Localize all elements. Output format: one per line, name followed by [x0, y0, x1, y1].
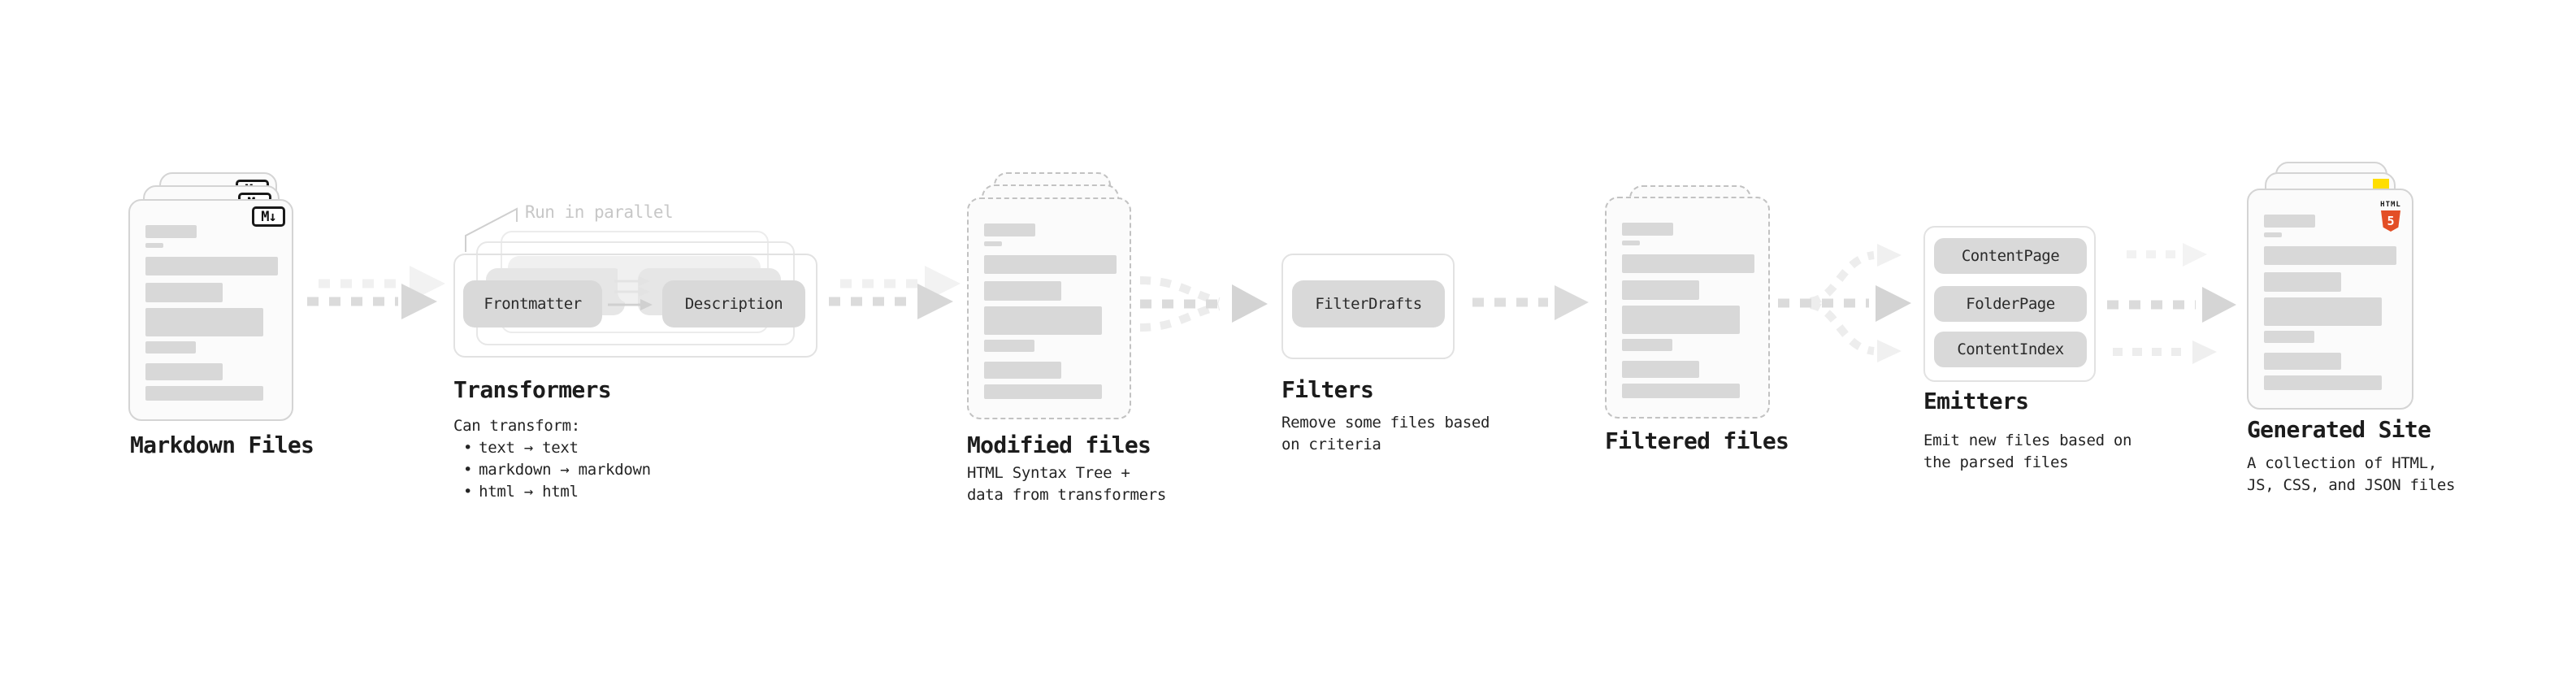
arrow-markdown-to-transformers [307, 266, 445, 319]
arrow-filters-to-filtered [1472, 285, 1589, 320]
generated-site-description: A collection of HTML, JS, CSS, and JSON … [2247, 453, 2456, 497]
stage-label-filters: Filters [1281, 376, 1374, 403]
description-line: Remove some files based [1281, 414, 1490, 432]
transformer-card-front [453, 254, 817, 358]
can-transform-title: Can transform: [453, 417, 580, 435]
run-in-parallel-note: Run in parallel [525, 202, 674, 222]
description-line: HTML Syntax Tree + [967, 464, 1130, 482]
js-icon [2373, 179, 2389, 189]
document-placeholder-lines [1622, 223, 1757, 398]
modified-file-card [967, 197, 1131, 419]
markdown-icon: M↓ [252, 206, 285, 227]
bullet-dot: • [463, 483, 473, 501]
arrow-filtered-to-emitters-fanout [1778, 244, 1911, 362]
bullet-item: • markdown → markdown [453, 459, 651, 481]
contentpage-pill: ContentPage [1934, 238, 2087, 274]
filters-description: Remove some files based on criteria [1281, 412, 1490, 456]
emitters-description: Emit new files based on the parsed files [1923, 430, 2132, 474]
arrow-transformers-to-modified [829, 266, 961, 319]
stage-label-markdown-files: Markdown Files [130, 432, 314, 458]
html5-icon-label: HTML [2380, 201, 2401, 209]
document-placeholder-lines [984, 223, 1119, 399]
contentindex-pill: ContentIndex [1934, 332, 2087, 367]
bullet-text: html → html [479, 483, 579, 501]
description-line: Emit new files based on [1923, 432, 2132, 449]
folderpage-pill: FolderPage [1934, 286, 2087, 322]
bullet-dot: • [463, 461, 473, 479]
arrow-modified-to-filters-merge [1139, 276, 1268, 332]
markdown-file-card: M↓ [128, 199, 293, 421]
document-placeholder-lines [2264, 215, 2399, 390]
description-line: the parsed files [1923, 453, 2069, 471]
bullet-text: markdown → markdown [479, 461, 651, 479]
generated-file-card-html: HTML 5 [2247, 189, 2413, 410]
bullet-dot: • [463, 439, 473, 457]
frontmatter-pill: Frontmatter [463, 280, 602, 327]
filterdrafts-pill: FilterDrafts [1292, 280, 1445, 327]
bullet-text: text → text [479, 439, 579, 457]
stage-label-transformers: Transformers [453, 376, 612, 403]
transformers-description: Can transform: • text → text • markdown … [453, 415, 651, 503]
stage-label-modified-files: Modified files [967, 432, 1151, 458]
description-line: A collection of HTML, [2247, 454, 2437, 472]
bullet-item: • text → text [453, 437, 651, 459]
description-line: on criteria [1281, 436, 1381, 453]
bullet-item: • html → html [453, 481, 651, 503]
stage-label-emitters: Emitters [1923, 388, 2029, 414]
arrow-emitters-to-generated [2107, 243, 2236, 364]
description-line: JS, CSS, and JSON files [2247, 476, 2456, 494]
description-pill: Description [662, 280, 805, 327]
html5-icon: HTML 5 [2379, 194, 2402, 232]
document-placeholder-lines [145, 225, 280, 401]
stage-label-generated-site: Generated Site [2247, 416, 2431, 443]
description-line: data from transformers [967, 486, 1167, 504]
filtered-file-card [1605, 197, 1770, 419]
stage-label-filtered-files: Filtered files [1605, 427, 1789, 454]
modified-files-description: HTML Syntax Tree + data from transformer… [967, 462, 1166, 506]
